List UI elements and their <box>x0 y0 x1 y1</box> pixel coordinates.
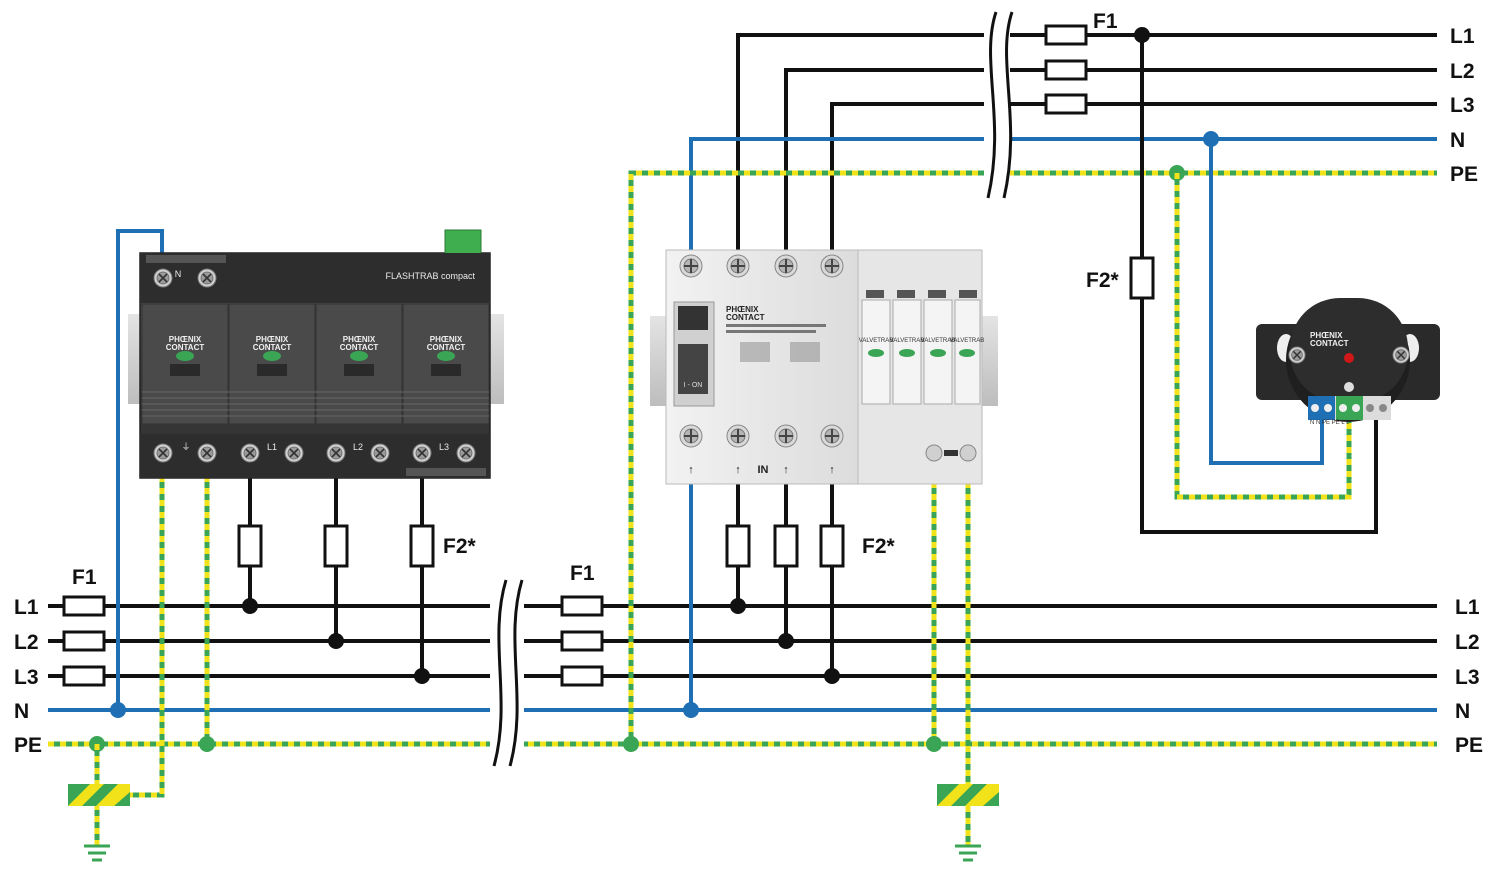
flashtrab-l1-label: L1 <box>267 442 277 452</box>
socket-device-brand: PHŒNIX <box>1310 331 1343 340</box>
label-pe-top: PE <box>1450 163 1478 186</box>
flashtrab-module-l1: PHŒNIX CONTACT <box>228 303 316 425</box>
fuses-f1-top <box>1044 24 1088 115</box>
top-line-labels: L1 L2 L3 N PE <box>1450 25 1478 186</box>
svg-text:↑: ↑ <box>688 464 694 476</box>
svg-text:PHŒNIX: PHŒNIX <box>343 335 376 344</box>
svg-text:↑: ↑ <box>735 464 741 476</box>
svg-text:VALVETRAB: VALVETRAB <box>950 338 984 344</box>
svg-text:↑: ↑ <box>783 464 789 476</box>
svg-text:CONTACT: CONTACT <box>1310 339 1349 348</box>
svg-text:CONTACT: CONTACT <box>427 343 466 352</box>
svg-text:PHŒNIX: PHŒNIX <box>256 335 289 344</box>
label-f2-middle: F2* <box>862 535 896 558</box>
bottom-busbars <box>48 604 1437 747</box>
svg-text:CONTACT: CONTACT <box>340 343 379 352</box>
valvetrab-in-label: IN <box>758 464 769 476</box>
svg-text:N N PE PE L L: N N PE PE L L <box>1310 420 1350 426</box>
top-busbars <box>628 33 1437 744</box>
svg-text:⏚: ⏚ <box>181 442 190 452</box>
label-l2-left: L2 <box>14 631 39 654</box>
middle-device-wiring <box>623 470 999 862</box>
label-n-left: N <box>14 700 29 723</box>
label-f1-left: F1 <box>72 566 97 589</box>
valvetrab-device: I - ON PHŒNIX CONTACT VALVETRAB VALVETRA… <box>650 249 998 485</box>
label-l1-right: L1 <box>1455 596 1480 619</box>
flashtrab-top-n-label: N <box>175 269 182 279</box>
label-n-right: N <box>1455 700 1470 723</box>
right-line-labels: L1 L2 L3 N PE <box>1455 596 1483 757</box>
fuses-f1-middle <box>560 595 604 687</box>
label-l3-left: L3 <box>14 666 39 689</box>
label-n-top: N <box>1450 129 1465 152</box>
label-pe-left: PE <box>14 734 42 757</box>
flashtrab-module-n-pe: PHŒNIX CONTACT <box>141 303 229 425</box>
label-f2-left: F2* <box>443 535 477 558</box>
label-pe-right: PE <box>1455 734 1483 757</box>
label-l2-top: L2 <box>1450 60 1475 83</box>
flashtrab-product-label: FLASHTRAB compact <box>385 271 475 281</box>
svg-text:CONTACT: CONTACT <box>253 343 292 352</box>
flashtrab-compact-device: N FLASHTRAB compact PHŒNIX CONTACT PHŒNI… <box>128 229 504 479</box>
socket-status-led <box>1344 353 1354 363</box>
svg-text:↑: ↑ <box>829 464 835 476</box>
left-line-labels: L1 L2 L3 N PE <box>14 596 42 757</box>
label-l1-left: L1 <box>14 596 39 619</box>
valvetrab-brand: PHŒNIX <box>726 305 759 314</box>
fuse-labels: F1 F1 F1 F2* F2* F2* <box>72 10 1120 589</box>
flashtrab-l2-label: L2 <box>353 442 363 452</box>
svg-text:I - ON: I - ON <box>684 382 703 389</box>
svg-text:PHŒNIX: PHŒNIX <box>169 335 202 344</box>
valvetrab-modules: VALVETRAB VALVETRAB VALVETRAB VALVETRAB <box>859 290 984 405</box>
flashtrab-module-l2: PHŒNIX CONTACT <box>315 303 403 425</box>
label-l3-right: L3 <box>1455 666 1480 689</box>
svg-text:VALVETRAB: VALVETRAB <box>921 338 955 344</box>
label-f2-right: F2* <box>1086 269 1120 292</box>
svg-text:CONTACT: CONTACT <box>726 313 765 322</box>
top-break-symbol <box>984 10 1014 200</box>
svg-text:PHŒNIX: PHŒNIX <box>430 335 463 344</box>
label-l3-top: L3 <box>1450 94 1475 117</box>
label-f1-top: F1 <box>1093 10 1118 33</box>
label-l2-right: L2 <box>1455 631 1480 654</box>
flashtrab-l3-label: L3 <box>439 442 449 452</box>
fuses-f1-left <box>62 595 106 687</box>
svg-text:VALVETRAB: VALVETRAB <box>890 338 924 344</box>
label-f1-middle: F1 <box>570 562 595 585</box>
right-device-wiring <box>1129 27 1378 534</box>
socket-surge-device: PHŒNIX CONTACT N N PE PE L L <box>1256 298 1440 426</box>
left-device-wiring <box>68 229 435 862</box>
svg-text:CONTACT: CONTACT <box>166 343 205 352</box>
bottom-break-symbol <box>490 578 524 768</box>
label-l1-top: L1 <box>1450 25 1475 48</box>
flashtrab-module-l3: PHŒNIX CONTACT <box>402 303 490 425</box>
svg-text:VALVETRAB: VALVETRAB <box>859 338 893 344</box>
